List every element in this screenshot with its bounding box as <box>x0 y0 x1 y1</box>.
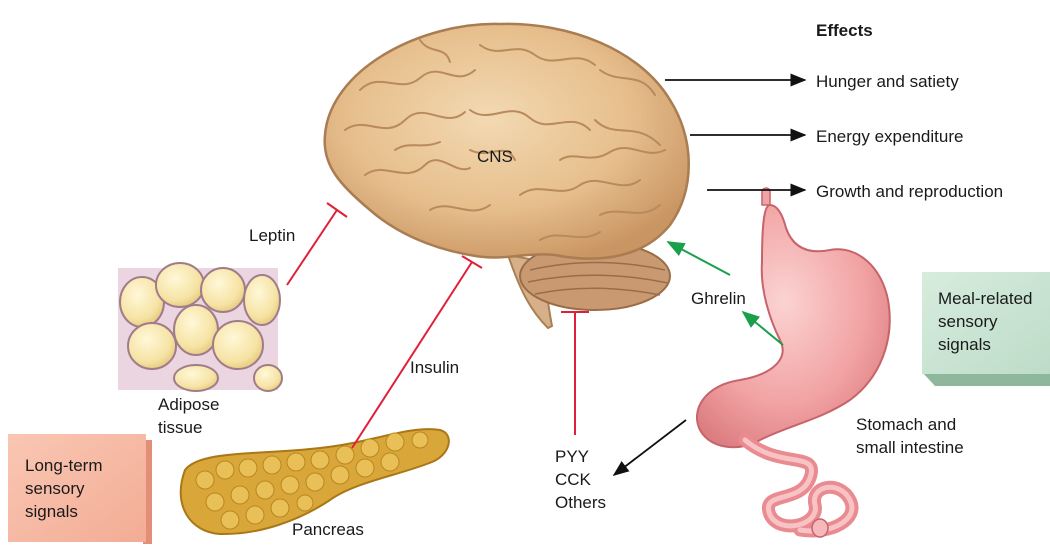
effects-heading: Effects <box>816 20 873 41</box>
stomach-label-line1: Stomach and <box>856 414 956 435</box>
ghrelin-to-cns-arrow <box>668 242 730 275</box>
meal-box-line1: Meal-related <box>938 288 1050 309</box>
meal-box-line3: signals <box>938 334 991 355</box>
adipose-tissue-illustration <box>118 263 282 391</box>
effect-hunger: Hunger and satiety <box>816 71 959 92</box>
stomach-to-peptides-arrow <box>614 420 686 475</box>
brain-illustration <box>325 24 689 328</box>
adipose-label-line2: tissue <box>158 417 202 438</box>
insulin-inhibition-line <box>352 256 482 448</box>
cns-label: CNS <box>477 146 513 167</box>
effect-energy: Energy expenditure <box>816 126 963 147</box>
leptin-label: Leptin <box>249 225 295 246</box>
long-term-box-line3: signals <box>25 501 78 522</box>
pancreas-label: Pancreas <box>292 519 364 540</box>
ghrelin-label: Ghrelin <box>691 288 746 309</box>
meal-box-line2: sensory <box>938 311 998 332</box>
pyy-label: PYY <box>555 446 589 467</box>
insulin-label: Insulin <box>410 357 459 378</box>
cck-label: CCK <box>555 469 591 490</box>
stomach-label-line2: small intestine <box>856 437 964 458</box>
others-label: Others <box>555 492 606 513</box>
long-term-box-line2: sensory <box>25 478 85 499</box>
long-term-box-line1: Long-term <box>25 455 102 476</box>
adipose-label-line1: Adipose <box>158 394 219 415</box>
stomach-illustration <box>697 188 890 537</box>
effect-growth: Growth and reproduction <box>816 181 1003 202</box>
gut-peptide-inhibition-line <box>561 312 589 435</box>
leptin-inhibition-line <box>287 203 347 285</box>
